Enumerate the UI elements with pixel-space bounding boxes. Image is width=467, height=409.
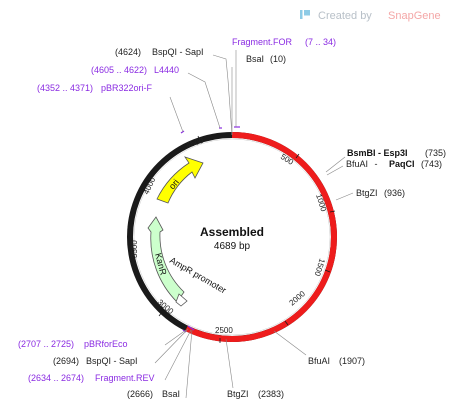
bfuai-right-name1: BfuAI bbox=[346, 159, 368, 169]
bsai-top-pos: (10) bbox=[270, 54, 286, 64]
bspqi-top-name: BspQI - SapI bbox=[152, 47, 204, 57]
bfuai-right-pos: (743) bbox=[421, 159, 442, 169]
bspqi-top-pos: (4624) bbox=[115, 47, 141, 57]
fragment-rev-range: (2634 .. 2674) bbox=[28, 373, 84, 383]
bspqi-bottom-pos: (2694) bbox=[53, 356, 79, 366]
bsmbi-pos: (735) bbox=[425, 148, 446, 158]
bfuai-right-sep: - bbox=[372, 159, 380, 169]
bfuai-bottom-name: BfuAI bbox=[308, 356, 330, 366]
ampr-promoter-arrow bbox=[175, 293, 188, 307]
pbrforeco-name: pBRforEco bbox=[84, 339, 128, 349]
btgzi-bottom-pos: (2383) bbox=[258, 389, 284, 399]
btgzi-right-pos: (936) bbox=[384, 188, 405, 198]
pbrforeco-range: (2707 .. 2725) bbox=[18, 339, 74, 349]
bsai-top-name: BsaI bbox=[246, 54, 264, 64]
kanr-feature-arrow bbox=[147, 216, 185, 303]
snapgene-logo-icon bbox=[300, 10, 310, 19]
insert-arc bbox=[185, 132, 337, 342]
bsmbi-name: BsmBI - Esp3I bbox=[347, 148, 408, 158]
bspqi-bottom-name: BspQI - SapI bbox=[86, 356, 138, 366]
leader-lines bbox=[154, 50, 354, 399]
plasmid-name: Assembled bbox=[200, 225, 264, 239]
fragment-for-name: Fragment.FOR bbox=[232, 37, 293, 47]
tick-marks bbox=[128, 135, 336, 343]
watermark-prefix: Created by bbox=[318, 10, 372, 22]
fragment-rev-name: Fragment.REV bbox=[95, 373, 155, 383]
ori-feature-arrow bbox=[156, 156, 204, 204]
tick-3500: 3500 bbox=[130, 240, 139, 258]
tick-4000: 4000 bbox=[142, 175, 158, 195]
fragment-for-range: (7 .. 34) bbox=[305, 37, 336, 47]
watermark: Created by SnapGene bbox=[300, 10, 441, 22]
tick-4500: 4500 bbox=[185, 136, 205, 150]
bfuai-right-name2: PaqCI bbox=[389, 159, 415, 169]
bfuai-bottom-pos: (1907) bbox=[339, 356, 365, 366]
l4440-name: L4440 bbox=[154, 65, 179, 75]
inner-ring bbox=[133, 138, 331, 336]
plasmid-size: 4689 bp bbox=[214, 241, 251, 252]
watermark-brand: SnapGene bbox=[388, 10, 441, 22]
ori-label: ori bbox=[167, 177, 181, 191]
btgzi-bottom-name: BtgZI bbox=[227, 389, 249, 399]
bsai-bottom-name: BsaI bbox=[162, 389, 180, 399]
l4440-range: (4605 .. 4622) bbox=[91, 65, 147, 75]
pbr322-range: (4352 .. 4371) bbox=[37, 83, 93, 93]
pbr322-name: pBR322ori-F bbox=[101, 83, 153, 93]
tick-2500: 2500 bbox=[215, 326, 233, 335]
bsai-bottom-pos: (2666) bbox=[127, 389, 153, 399]
btgzi-right-name: BtgZI bbox=[356, 188, 378, 198]
